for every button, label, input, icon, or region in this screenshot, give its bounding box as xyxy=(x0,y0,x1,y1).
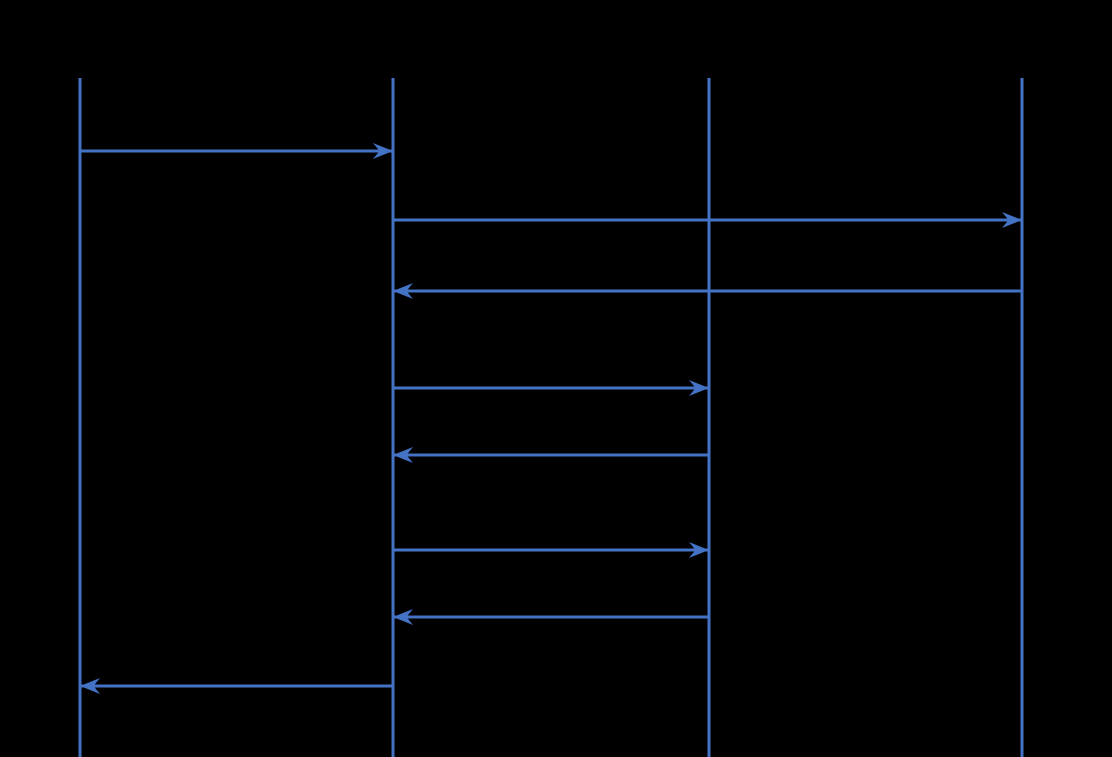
lifelines-group xyxy=(78,78,1024,757)
messages-group xyxy=(80,143,1022,694)
